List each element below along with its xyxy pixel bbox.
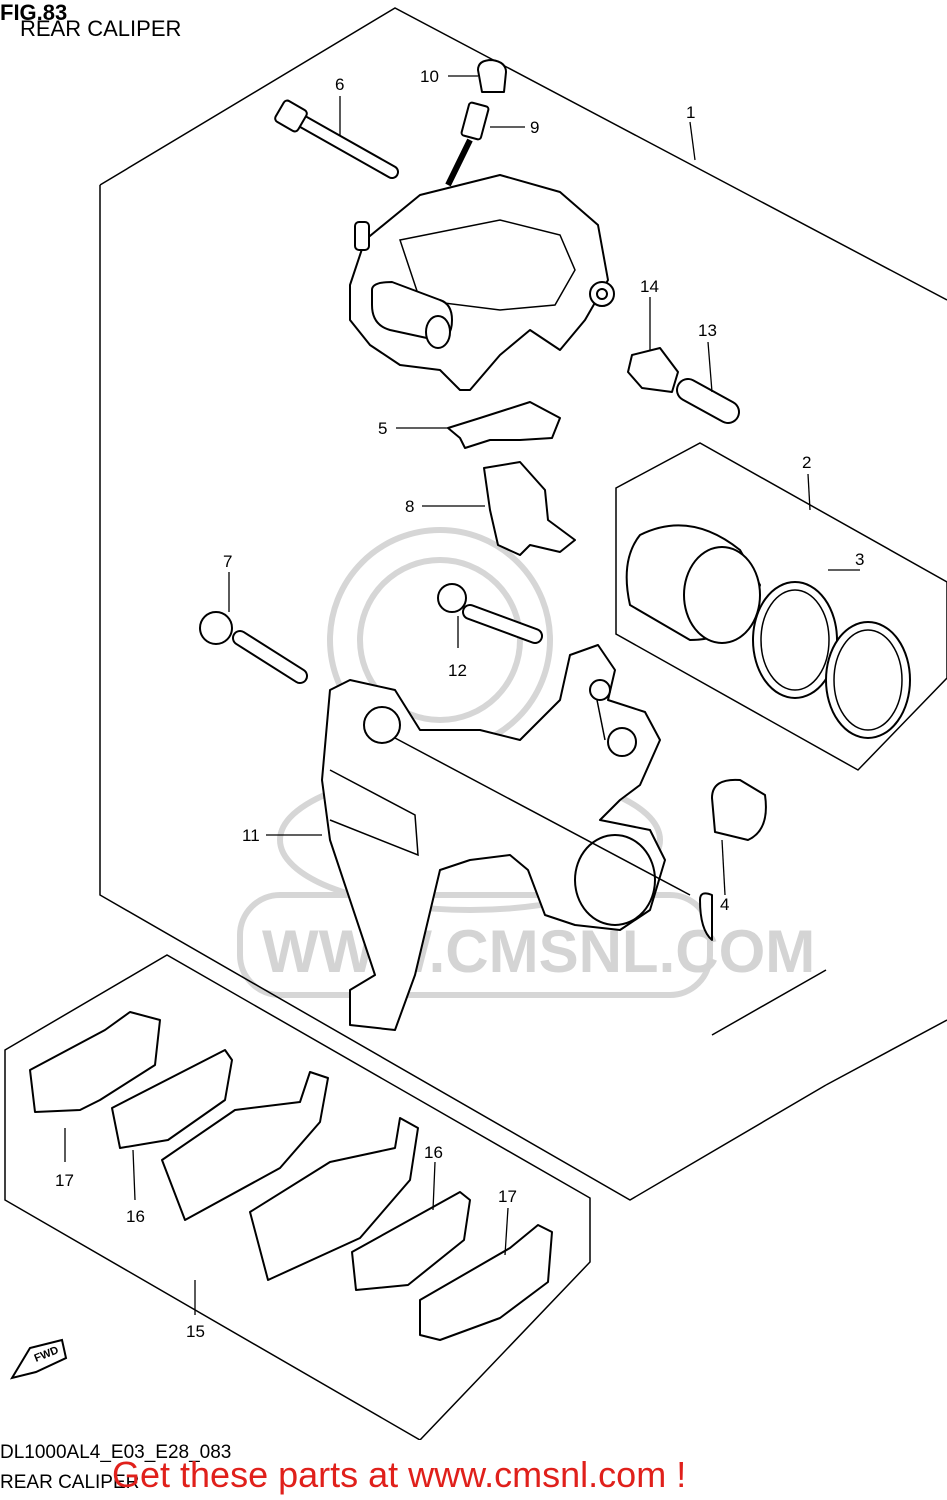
figure-subtitle: REAR CALIPER — [20, 16, 182, 41]
callout-16-right: 16 — [424, 1143, 443, 1162]
watermark-text: WWW.CMSNL.COM — [262, 918, 815, 985]
boot-part-4 — [711, 778, 767, 841]
callout-17-left: 17 — [55, 1171, 74, 1190]
callout-9: 9 — [530, 118, 539, 137]
pad-spring-part-5 — [447, 401, 561, 449]
shim-part-16-left — [111, 1049, 233, 1149]
callout-13: 13 — [698, 321, 717, 340]
piston-part-2 — [625, 524, 761, 644]
footer-part-name: REAR CALIPER — [0, 1472, 140, 1493]
callout-16-left: 16 — [126, 1207, 145, 1226]
boot-part-14 — [627, 347, 679, 393]
callout-11: 11 — [242, 826, 260, 845]
caliper-body-part-1 — [349, 174, 615, 391]
caliper-bracket-part-11 — [321, 644, 666, 1031]
callout-3: 3 — [855, 550, 864, 569]
pad-part-15-right — [249, 1117, 419, 1281]
bolt-part-12 — [437, 583, 543, 644]
exploded-parts-diagram: WWW.CMSNL.COM — [4, 7, 947, 1440]
callout-14: 14 — [640, 277, 659, 296]
sleeve-part-13 — [676, 378, 740, 424]
shim-part-17-left — [29, 1011, 161, 1113]
forward-arrow-icon: FWD — [9, 1338, 68, 1380]
axis-line-b — [596, 699, 606, 741]
assembly-frame-right — [825, 1019, 947, 1086]
shim-part-16-right — [351, 1191, 471, 1291]
axis-line-a — [394, 737, 691, 896]
promo-link[interactable]: Get these parts at www.cmsnl.com ! — [112, 1454, 687, 1495]
callout-7: 7 — [223, 552, 232, 571]
pad-set-frame — [4, 954, 591, 1440]
callout-17-right: 17 — [498, 1187, 517, 1206]
bolt-part-7 — [199, 611, 308, 684]
pad-clip-part-8 — [483, 461, 576, 556]
model-code: DL1000AL4_E03_E28_083 — [0, 1442, 232, 1463]
figure-number: FIG.83 — [0, 0, 68, 25]
assembly-frame-inner — [711, 969, 827, 1036]
slide-pin-part-6 — [274, 99, 399, 179]
piston-seal-frame — [615, 442, 947, 771]
callout-1: 1 — [686, 103, 695, 122]
callout-2: 2 — [802, 453, 811, 472]
boot-part-4b — [699, 892, 713, 941]
callout-4: 4 — [720, 895, 729, 914]
callout-12: 12 — [448, 661, 467, 680]
shim-part-17-right — [419, 1224, 553, 1341]
pad-part-15-left — [161, 1071, 329, 1221]
bleeder-cap-part-10 — [477, 59, 507, 93]
callout-8: 8 — [405, 497, 414, 516]
callout-5: 5 — [378, 419, 387, 438]
assembly-frame-top — [99, 7, 947, 301]
callout-leaders — [64, 75, 860, 1315]
callout-6: 6 — [335, 75, 344, 94]
bleeder-valve-part-9 — [445, 101, 490, 187]
assembly-frame-left — [99, 185, 827, 1201]
callout-10: 10 — [420, 67, 439, 86]
seal-part-3 — [752, 581, 911, 739]
callout-15: 15 — [186, 1322, 205, 1341]
callout-numbers: 6 10 9 1 14 13 5 8 2 3 7 12 11 4 17 16 1… — [55, 67, 864, 1341]
watermark-logo: WWW.CMSNL.COM — [237, 527, 815, 998]
